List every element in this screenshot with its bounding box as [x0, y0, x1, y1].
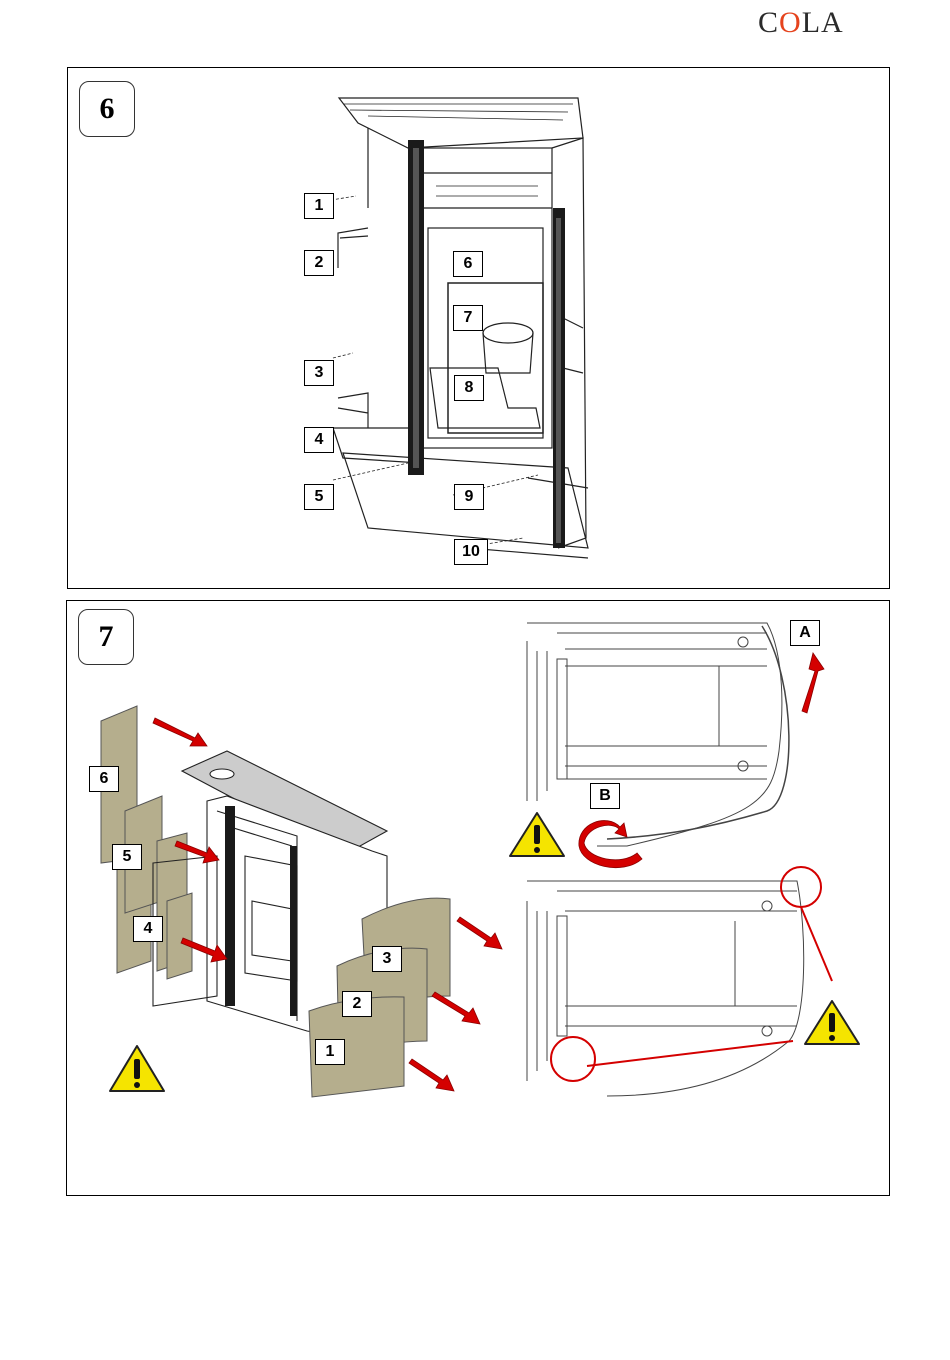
callout-8: 8 — [454, 375, 484, 401]
red-arrow-icon — [802, 653, 824, 713]
callout-5: 5 — [304, 484, 334, 510]
callout-3: 3 — [304, 360, 334, 386]
detail-callout-A: A — [790, 620, 820, 646]
warning-icon — [110, 1046, 164, 1091]
panel-callout-5: 5 — [112, 844, 142, 870]
callout-1: 1 — [304, 193, 334, 219]
brand-logo: COLA — [758, 6, 844, 40]
highlight-circle-icon — [551, 867, 832, 1081]
panel-callout-2: 2 — [342, 991, 372, 1017]
panel-callout-3: 3 — [372, 946, 402, 972]
detail-callout-B: B — [590, 783, 620, 809]
step-7-panel: 7 — [66, 600, 890, 1196]
callout-2: 2 — [304, 250, 334, 276]
callout-6: 6 — [453, 251, 483, 277]
callout-4: 4 — [304, 427, 334, 453]
stove-side-panels-drawing — [67, 601, 891, 1197]
warning-icon — [805, 1001, 859, 1044]
callout-9: 9 — [454, 484, 484, 510]
warning-icon — [510, 813, 564, 856]
callout-7: 7 — [453, 305, 483, 331]
rotate-arrow-icon — [579, 821, 642, 868]
step-6-panel: 6 — [67, 67, 890, 589]
panel-callout-4: 4 — [133, 916, 163, 942]
panel-callout-1: 1 — [315, 1039, 345, 1065]
panel-callout-6: 6 — [89, 766, 119, 792]
callout-10: 10 — [454, 539, 488, 565]
